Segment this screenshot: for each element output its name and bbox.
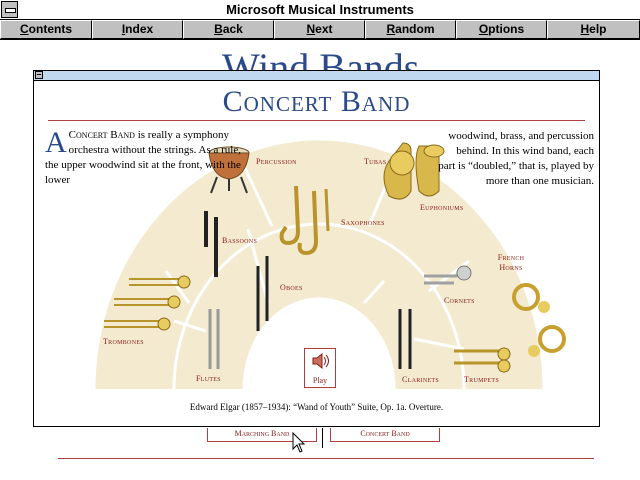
system-menu-button[interactable] [1,1,18,18]
label-oboes[interactable]: Oboes [280,283,303,292]
label-tubas[interactable]: Tubas [364,157,387,166]
label-percussion[interactable]: Percussion [256,157,297,166]
concert-band-popup: Concert Band [33,70,600,427]
intro-text-right: woodwind, brass, and percussion behind. … [438,130,594,187]
intro-body: is really a symphony orchestra without t… [45,129,241,186]
trumpets-icon [454,347,511,373]
label-bassoons[interactable]: Bassoons [222,236,258,245]
label-euphoniums[interactable]: Euphoniums [420,203,464,212]
window-title: Microsoft Musical Instruments [226,2,414,17]
title-bar: Microsoft Musical Instruments [0,0,640,20]
toolbar: Contents Index Back Next Random Options … [0,20,640,40]
contents-button[interactable]: Contents [0,20,92,39]
concert-band-label: Concert Band [360,429,410,438]
cornets-icon [424,265,472,285]
music-caption: Edward Elgar (1857–1934): “Wand of Youth… [189,402,444,412]
help-button[interactable]: Help [547,20,640,39]
popup-title-bar [34,71,599,81]
speaker-icon [312,353,329,369]
index-button[interactable]: Index [92,20,183,39]
oboes-icon [256,256,269,331]
play-button[interactable]: Play [304,348,336,388]
marching-band-link[interactable]: Marching Band [207,428,317,442]
bassoons-icon [204,211,218,277]
options-button[interactable]: Options [456,20,547,39]
label-clarinets[interactable]: Clarinets [402,375,440,384]
stage-outer-ring [94,139,544,389]
random-button[interactable]: Random [365,20,456,39]
close-icon[interactable] [35,71,43,79]
concert-band-link[interactable]: Concert Band [330,428,440,442]
saxophones-icon [279,185,330,256]
timpani-icon [208,146,250,194]
label-trumpets[interactable]: Trumpets [464,375,499,384]
tubas-icon [383,142,445,200]
clarinets-icon [398,309,412,369]
intro-dropcap: A [45,126,67,159]
contents-label-rest: ontents [28,22,72,36]
play-label: Play [312,376,328,385]
next-button[interactable]: Next [274,20,365,39]
conductor-area [242,297,396,390]
marching-band-label: Marching Band [234,429,290,438]
popup-title-rule [48,120,585,121]
label-trombones[interactable]: Trombones [103,337,144,346]
label-cornets[interactable]: Cornets [444,296,475,305]
back-button[interactable]: Back [183,20,274,39]
mouse-pointer-icon [292,432,306,453]
middle-arc [172,222,466,390]
label-saxophones[interactable]: Saxophones [341,218,385,227]
french-horns-icon [512,283,566,357]
flutes-icon [208,309,220,369]
label-flutes[interactable]: Flutes [196,374,221,383]
seating-diagram [92,137,566,390]
background-rule [58,458,594,459]
popup-title: Concert Band [222,85,411,118]
intro-smallcaps: Concert Band [68,129,135,141]
outer-arc [92,137,546,390]
background-divider [322,428,323,448]
label-french-horns[interactable]: French Horns [497,253,525,272]
trombones-icon [104,275,191,331]
